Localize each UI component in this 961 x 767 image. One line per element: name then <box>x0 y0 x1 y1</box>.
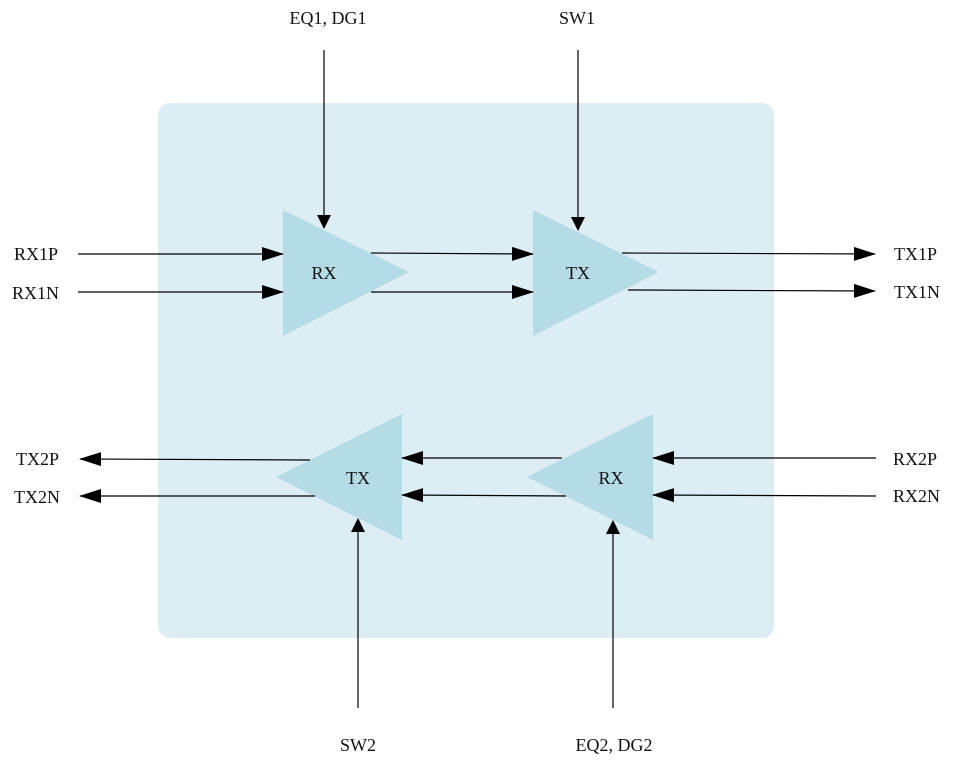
channel1-tx-label: TX <box>566 263 590 283</box>
label-eq1-dg1: EQ1, DG1 <box>290 8 367 28</box>
channel1-rx-amplifier <box>283 210 409 336</box>
label-rx1p: RX1P <box>14 244 58 264</box>
signal-arrow-tx1p-out <box>621 246 876 261</box>
label-rx2p: RX2P <box>893 449 937 469</box>
label-sw1: SW1 <box>559 8 595 28</box>
label-sw2: SW2 <box>340 735 376 755</box>
chip-block <box>158 103 774 638</box>
signal-arrow-rx-tx2-n <box>401 488 567 503</box>
signal-arrow-tx2p-out <box>79 452 311 467</box>
signal-arrow-rx2n-in <box>652 488 877 503</box>
channel2-tx-amplifier <box>276 414 402 540</box>
channel1-tx-amplifier <box>533 210 659 336</box>
label-tx2n: TX2N <box>14 487 60 507</box>
channel2-rx-label: RX <box>598 468 623 488</box>
signal-arrow-rx-tx-p <box>370 246 534 261</box>
channel2-tx-label: TX <box>346 468 370 488</box>
label-eq2-dg2: EQ2, DG2 <box>576 735 653 755</box>
label-tx2p: TX2P <box>16 449 59 469</box>
label-tx1n: TX1N <box>894 282 940 302</box>
channel2-rx-amplifier <box>527 414 653 540</box>
label-rx2n: RX2N <box>893 486 940 506</box>
channel1-rx-label: RX <box>311 263 336 283</box>
label-tx1p: TX1P <box>894 244 937 264</box>
label-rx1n: RX1N <box>12 283 59 303</box>
signal-arrow-tx1n-out <box>627 283 876 298</box>
